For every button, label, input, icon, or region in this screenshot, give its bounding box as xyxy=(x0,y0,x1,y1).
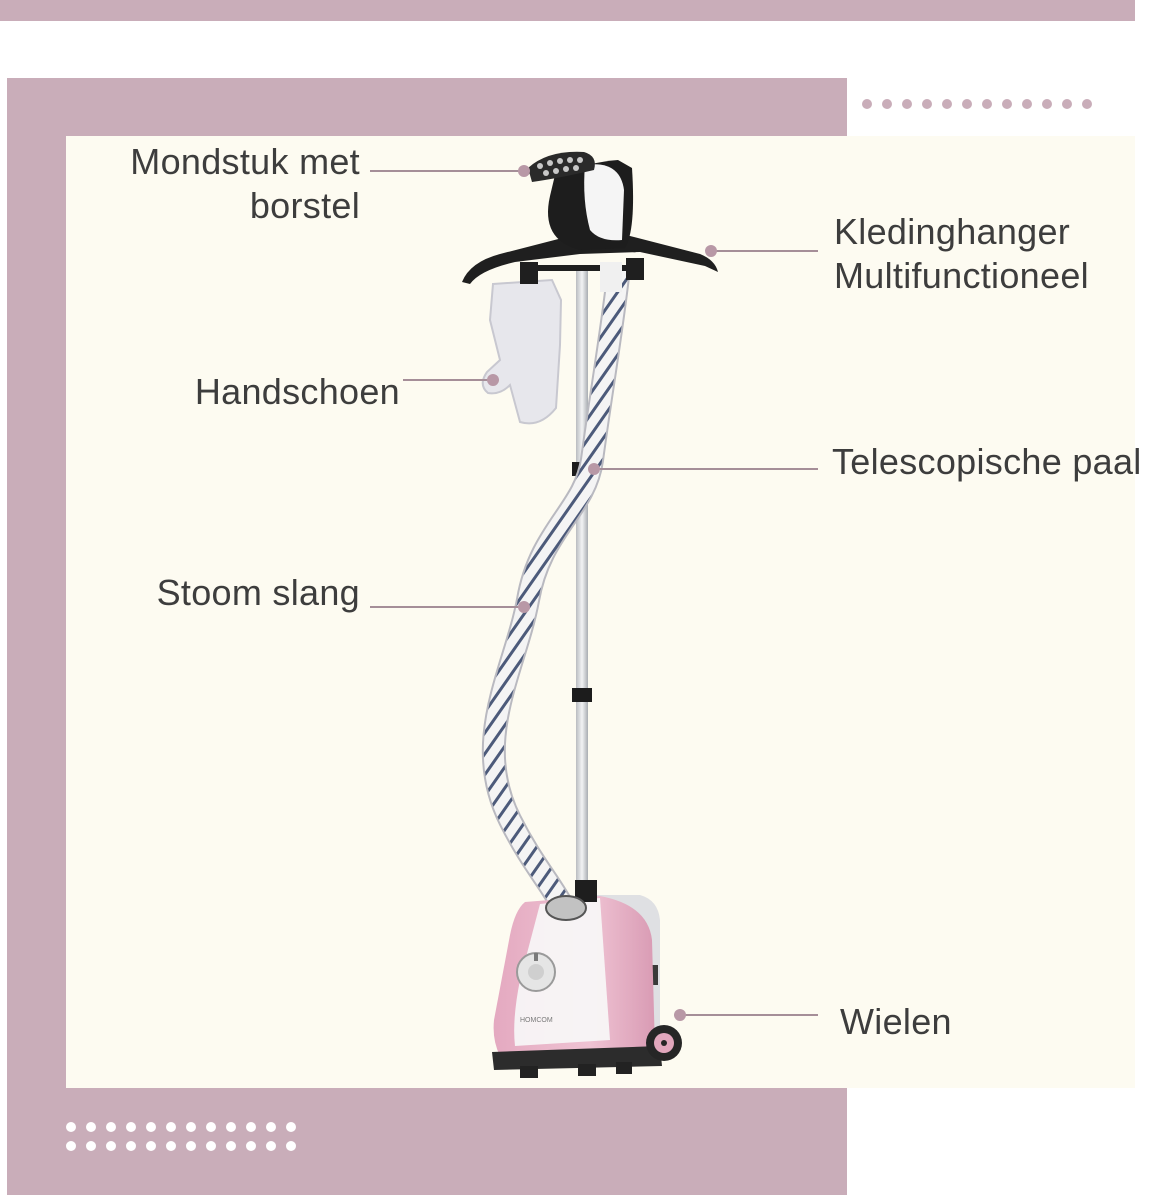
label-slang: Stoom slang xyxy=(156,572,360,613)
hanger-illustration xyxy=(462,236,718,284)
brand-mark: HOMCOM xyxy=(520,1017,553,1024)
label-paal: Telescopische paal xyxy=(832,441,1142,482)
label-mondstuk: Mondstuk met borstel xyxy=(130,141,360,226)
marker-wielen xyxy=(674,1009,686,1021)
telescopic-pole xyxy=(576,270,588,890)
label-wielen: Wielen xyxy=(840,1001,952,1042)
top-accent-bar xyxy=(0,0,1135,21)
marker-paal xyxy=(588,463,600,475)
marker-mondstuk xyxy=(518,165,530,177)
label-kledinghanger: Kledinghanger Multifunctioneel xyxy=(834,211,1089,296)
pole-clip-lower xyxy=(572,688,592,702)
hose-connector xyxy=(575,880,597,902)
marker-slang xyxy=(518,601,530,613)
decorative-dots-bottom xyxy=(66,1122,296,1151)
decorative-dots-top xyxy=(862,99,1092,109)
marker-handschoen xyxy=(487,374,499,386)
marker-kledinghanger xyxy=(705,245,717,257)
label-handschoen: Handschoen xyxy=(194,371,400,412)
glove-illustration xyxy=(481,278,563,425)
